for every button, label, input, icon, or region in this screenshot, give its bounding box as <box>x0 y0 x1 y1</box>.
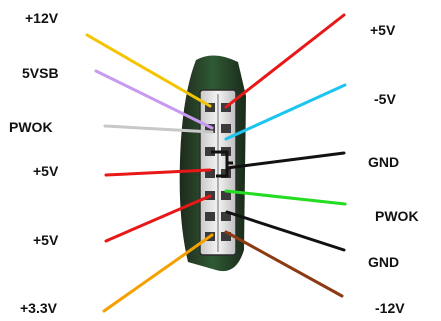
pin-label-right-6: -12V <box>375 300 405 316</box>
wire-right-3 <box>225 151 346 170</box>
pin-label-left-6: +3.3V <box>20 300 57 316</box>
left-wires <box>85 33 214 313</box>
pin-cavity <box>205 212 215 221</box>
pin-cavity <box>205 169 215 178</box>
wire-right-5 <box>225 210 346 252</box>
pin-label-left-5: +5V <box>33 232 59 248</box>
pin-cavity <box>221 212 231 221</box>
wire-left-6 <box>102 233 214 313</box>
pin-label-right-5: GND <box>368 254 400 270</box>
wire-left-2 <box>94 69 214 130</box>
pin-cavity <box>221 124 231 133</box>
wire-left-4 <box>104 168 212 177</box>
pin-label-left-4: +5V <box>33 163 59 179</box>
pin-label-left-3: PWOK <box>9 119 53 135</box>
pin-label-right-2: -5V <box>374 91 396 107</box>
wire-right-6 <box>224 230 344 298</box>
wire-left-1 <box>85 33 212 108</box>
pin-cavity <box>205 147 215 156</box>
gnd-bracket <box>211 150 233 178</box>
pin-label-left-1: +12V <box>25 10 59 26</box>
wire-left-3 <box>103 124 214 134</box>
pin-label-left-2: 5VSB <box>22 65 59 81</box>
right-wires <box>224 13 347 298</box>
pin-cavity <box>221 191 231 200</box>
wire-right-4 <box>224 189 347 206</box>
wire-right-2 <box>224 83 347 141</box>
pin-cavity <box>221 232 231 241</box>
pin-label-right-3: GND <box>368 154 400 170</box>
wire-right-1 <box>224 13 346 109</box>
pin-label-right-1: +5V <box>370 22 396 38</box>
wire-left-5 <box>104 194 212 243</box>
pin-label-right-4: PWOK <box>375 208 419 224</box>
pin-cavity <box>205 103 215 112</box>
